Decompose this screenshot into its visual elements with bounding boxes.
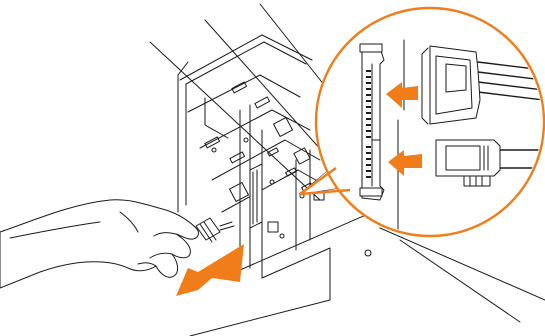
magnifier-callout	[300, 8, 545, 260]
drive-connector-port	[360, 44, 384, 200]
